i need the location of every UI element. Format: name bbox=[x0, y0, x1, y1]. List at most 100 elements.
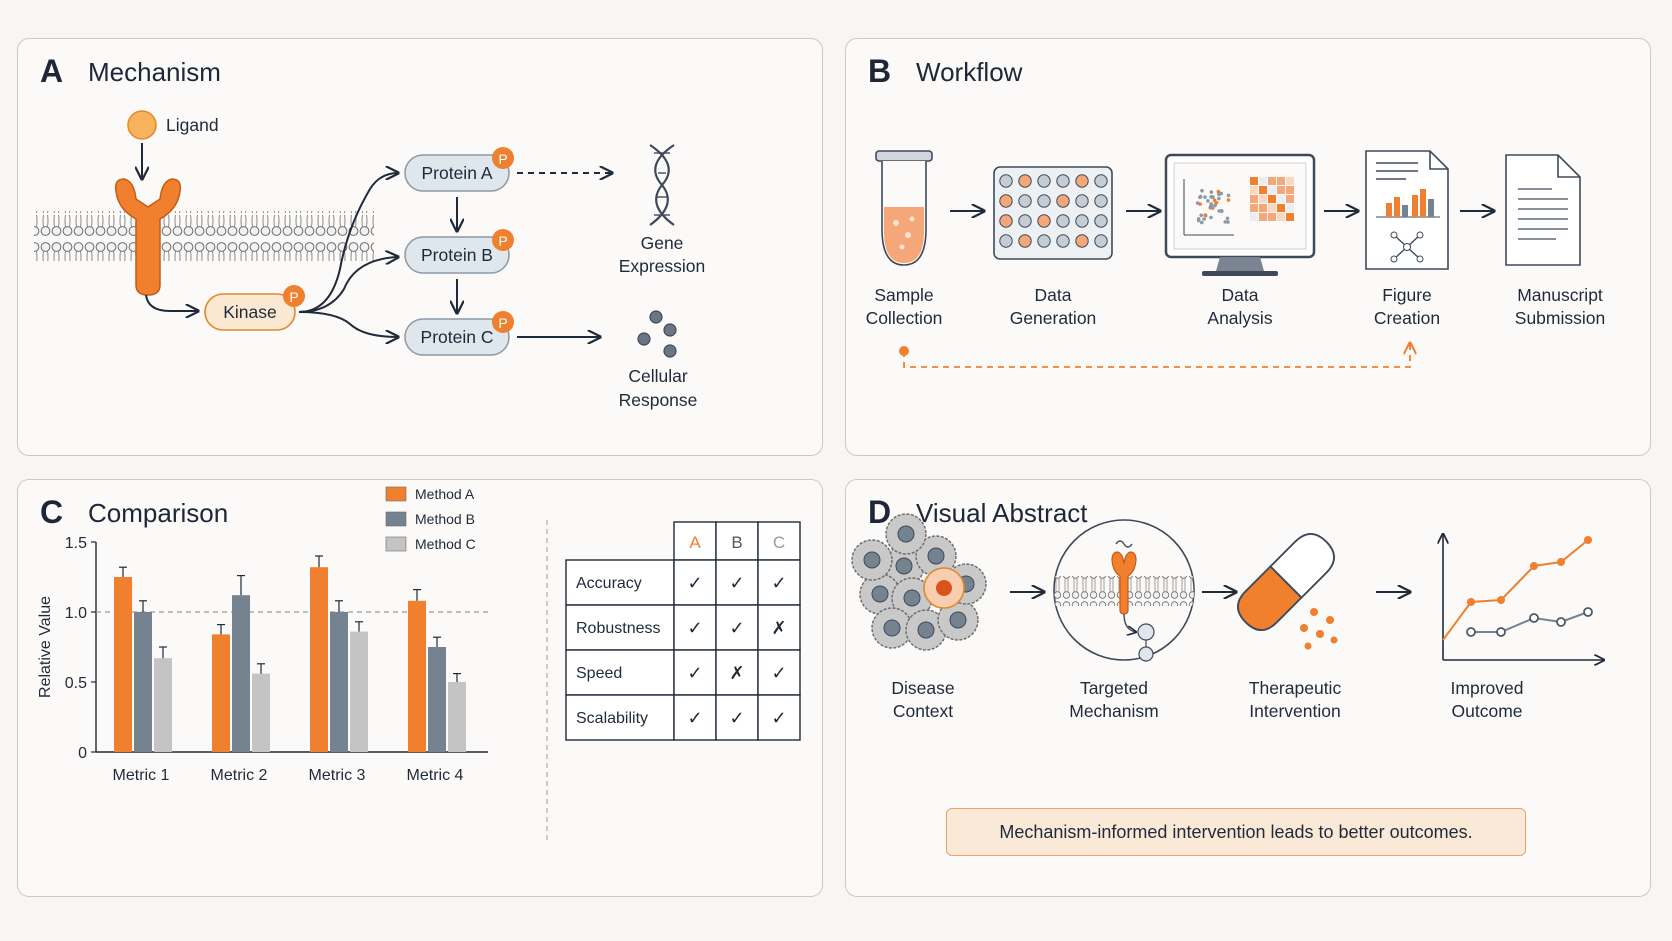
phospho-icon bbox=[492, 311, 514, 333]
table-cell: ✓ bbox=[687, 618, 702, 638]
phospho-icon bbox=[492, 147, 514, 169]
table-header: A bbox=[689, 533, 701, 552]
protein-c-label: Protein C bbox=[421, 327, 494, 347]
mechanism-diagram: Ligand Kinase P Protein A P Protein B P … bbox=[34, 110, 706, 410]
bar bbox=[212, 634, 230, 752]
outcome-chart-icon bbox=[1443, 534, 1604, 660]
table-cell: ✓ bbox=[729, 618, 744, 638]
step-label: Generation bbox=[1010, 308, 1097, 328]
table-cell: ✓ bbox=[729, 573, 744, 593]
gene-expression-label: Gene bbox=[641, 233, 684, 253]
step-label: Data bbox=[1035, 285, 1072, 305]
y-axis-label: Relative Value bbox=[37, 596, 54, 698]
table-cell: ✓ bbox=[771, 573, 786, 593]
panel-letter: D bbox=[868, 494, 892, 530]
protein-a-label: Protein A bbox=[421, 163, 492, 183]
gene-expression-label: Expression bbox=[619, 256, 706, 276]
x-tick-label: Metric 4 bbox=[407, 767, 464, 784]
protein-a-node bbox=[404, 154, 510, 192]
panel-mechanism: A Mechanism Ligand Kinase bbox=[17, 38, 823, 456]
phospho-icon bbox=[492, 229, 514, 251]
monitor-icon bbox=[1164, 153, 1316, 276]
kinase-node bbox=[204, 293, 296, 331]
bar bbox=[232, 595, 250, 752]
bar bbox=[448, 682, 466, 752]
abstract-step-label: Therapeutic bbox=[1249, 678, 1342, 698]
table-row-label: Speed bbox=[576, 665, 622, 682]
table-header: B bbox=[731, 533, 742, 552]
step-label: Analysis bbox=[1207, 308, 1272, 328]
panel-visual-abstract: D Visual Abstract bbox=[845, 479, 1651, 897]
y-tick-label: 1.0 bbox=[65, 605, 87, 622]
panel-title: Comparison bbox=[88, 498, 229, 528]
abstract-step-label: Disease bbox=[891, 678, 954, 698]
cellular-response-label: Cellular bbox=[628, 366, 687, 386]
step-label: Sample bbox=[874, 285, 933, 305]
cellular-response-label: Response bbox=[619, 390, 698, 410]
capsule-icon bbox=[1237, 533, 1335, 631]
panel-workflow: B Workflow bbox=[845, 38, 1651, 456]
table-row-label: Robustness bbox=[576, 620, 661, 637]
phospho-label: P bbox=[498, 151, 507, 167]
y-tick-label: 0.5 bbox=[65, 675, 87, 692]
step-label: Figure bbox=[1382, 285, 1432, 305]
bar bbox=[114, 577, 132, 752]
well-plate-icon bbox=[993, 166, 1113, 260]
y-tick-label: 0 bbox=[78, 745, 87, 762]
panel-title: Workflow bbox=[916, 57, 1023, 87]
step-label: Submission bbox=[1515, 308, 1605, 328]
table-cell: ✓ bbox=[729, 708, 744, 728]
molecules-icon bbox=[637, 310, 677, 358]
ligand-label: Ligand bbox=[166, 115, 219, 135]
manuscript-icon bbox=[1505, 154, 1581, 266]
dna-icon bbox=[649, 144, 675, 226]
ligand-icon bbox=[127, 110, 157, 140]
table-cell: ✓ bbox=[687, 573, 702, 593]
panel-title: Mechanism bbox=[88, 57, 221, 87]
x-tick-label: Metric 1 bbox=[113, 767, 170, 784]
receptor-icon bbox=[114, 178, 182, 296]
legend-label: Method B bbox=[415, 511, 475, 527]
bar bbox=[408, 600, 426, 752]
figure-document-icon bbox=[1365, 150, 1449, 270]
phospho-label: P bbox=[498, 315, 507, 331]
table-cell: ✗ bbox=[729, 663, 744, 683]
y-tick-label: 1.5 bbox=[65, 535, 87, 552]
x-tick-label: Metric 3 bbox=[309, 767, 366, 784]
protein-c-node bbox=[404, 318, 510, 356]
x-tick-label: Metric 2 bbox=[211, 767, 268, 784]
feedback-loop-arrow bbox=[903, 343, 1410, 368]
panel-letter: C bbox=[40, 494, 64, 530]
table-cell: ✓ bbox=[687, 708, 702, 728]
particles-icon bbox=[1300, 608, 1338, 650]
bar bbox=[252, 673, 270, 752]
abstract-step-label: Intervention bbox=[1249, 701, 1340, 721]
bar bbox=[330, 612, 348, 752]
phospho-label: P bbox=[289, 289, 298, 305]
table-cell: ✗ bbox=[771, 618, 786, 638]
step-label: Manuscript bbox=[1517, 285, 1603, 305]
legend-label: Method A bbox=[415, 486, 475, 502]
bar bbox=[350, 631, 368, 752]
kinase-label: Kinase bbox=[223, 302, 277, 322]
targeted-mechanism-icon bbox=[1053, 519, 1195, 662]
phospho-icon bbox=[283, 285, 305, 307]
sample-tube-icon bbox=[875, 150, 933, 266]
step-label: Creation bbox=[1374, 308, 1440, 328]
panel-letter: B bbox=[868, 53, 892, 89]
table-cell: ✓ bbox=[771, 663, 786, 683]
legend-swatch bbox=[385, 511, 407, 527]
phospho-label: P bbox=[498, 233, 507, 249]
protein-b-label: Protein B bbox=[421, 245, 493, 265]
panel-title: Visual Abstract bbox=[916, 498, 1088, 528]
legend-swatch bbox=[385, 486, 407, 502]
cell-membrane bbox=[34, 211, 374, 261]
legend-label: Method C bbox=[415, 536, 476, 552]
legend-swatch bbox=[385, 536, 407, 552]
abstract-step-label: Context bbox=[893, 701, 953, 721]
abstract-step-label: Improved bbox=[1451, 678, 1524, 698]
abstract-step-label: Mechanism bbox=[1069, 701, 1158, 721]
